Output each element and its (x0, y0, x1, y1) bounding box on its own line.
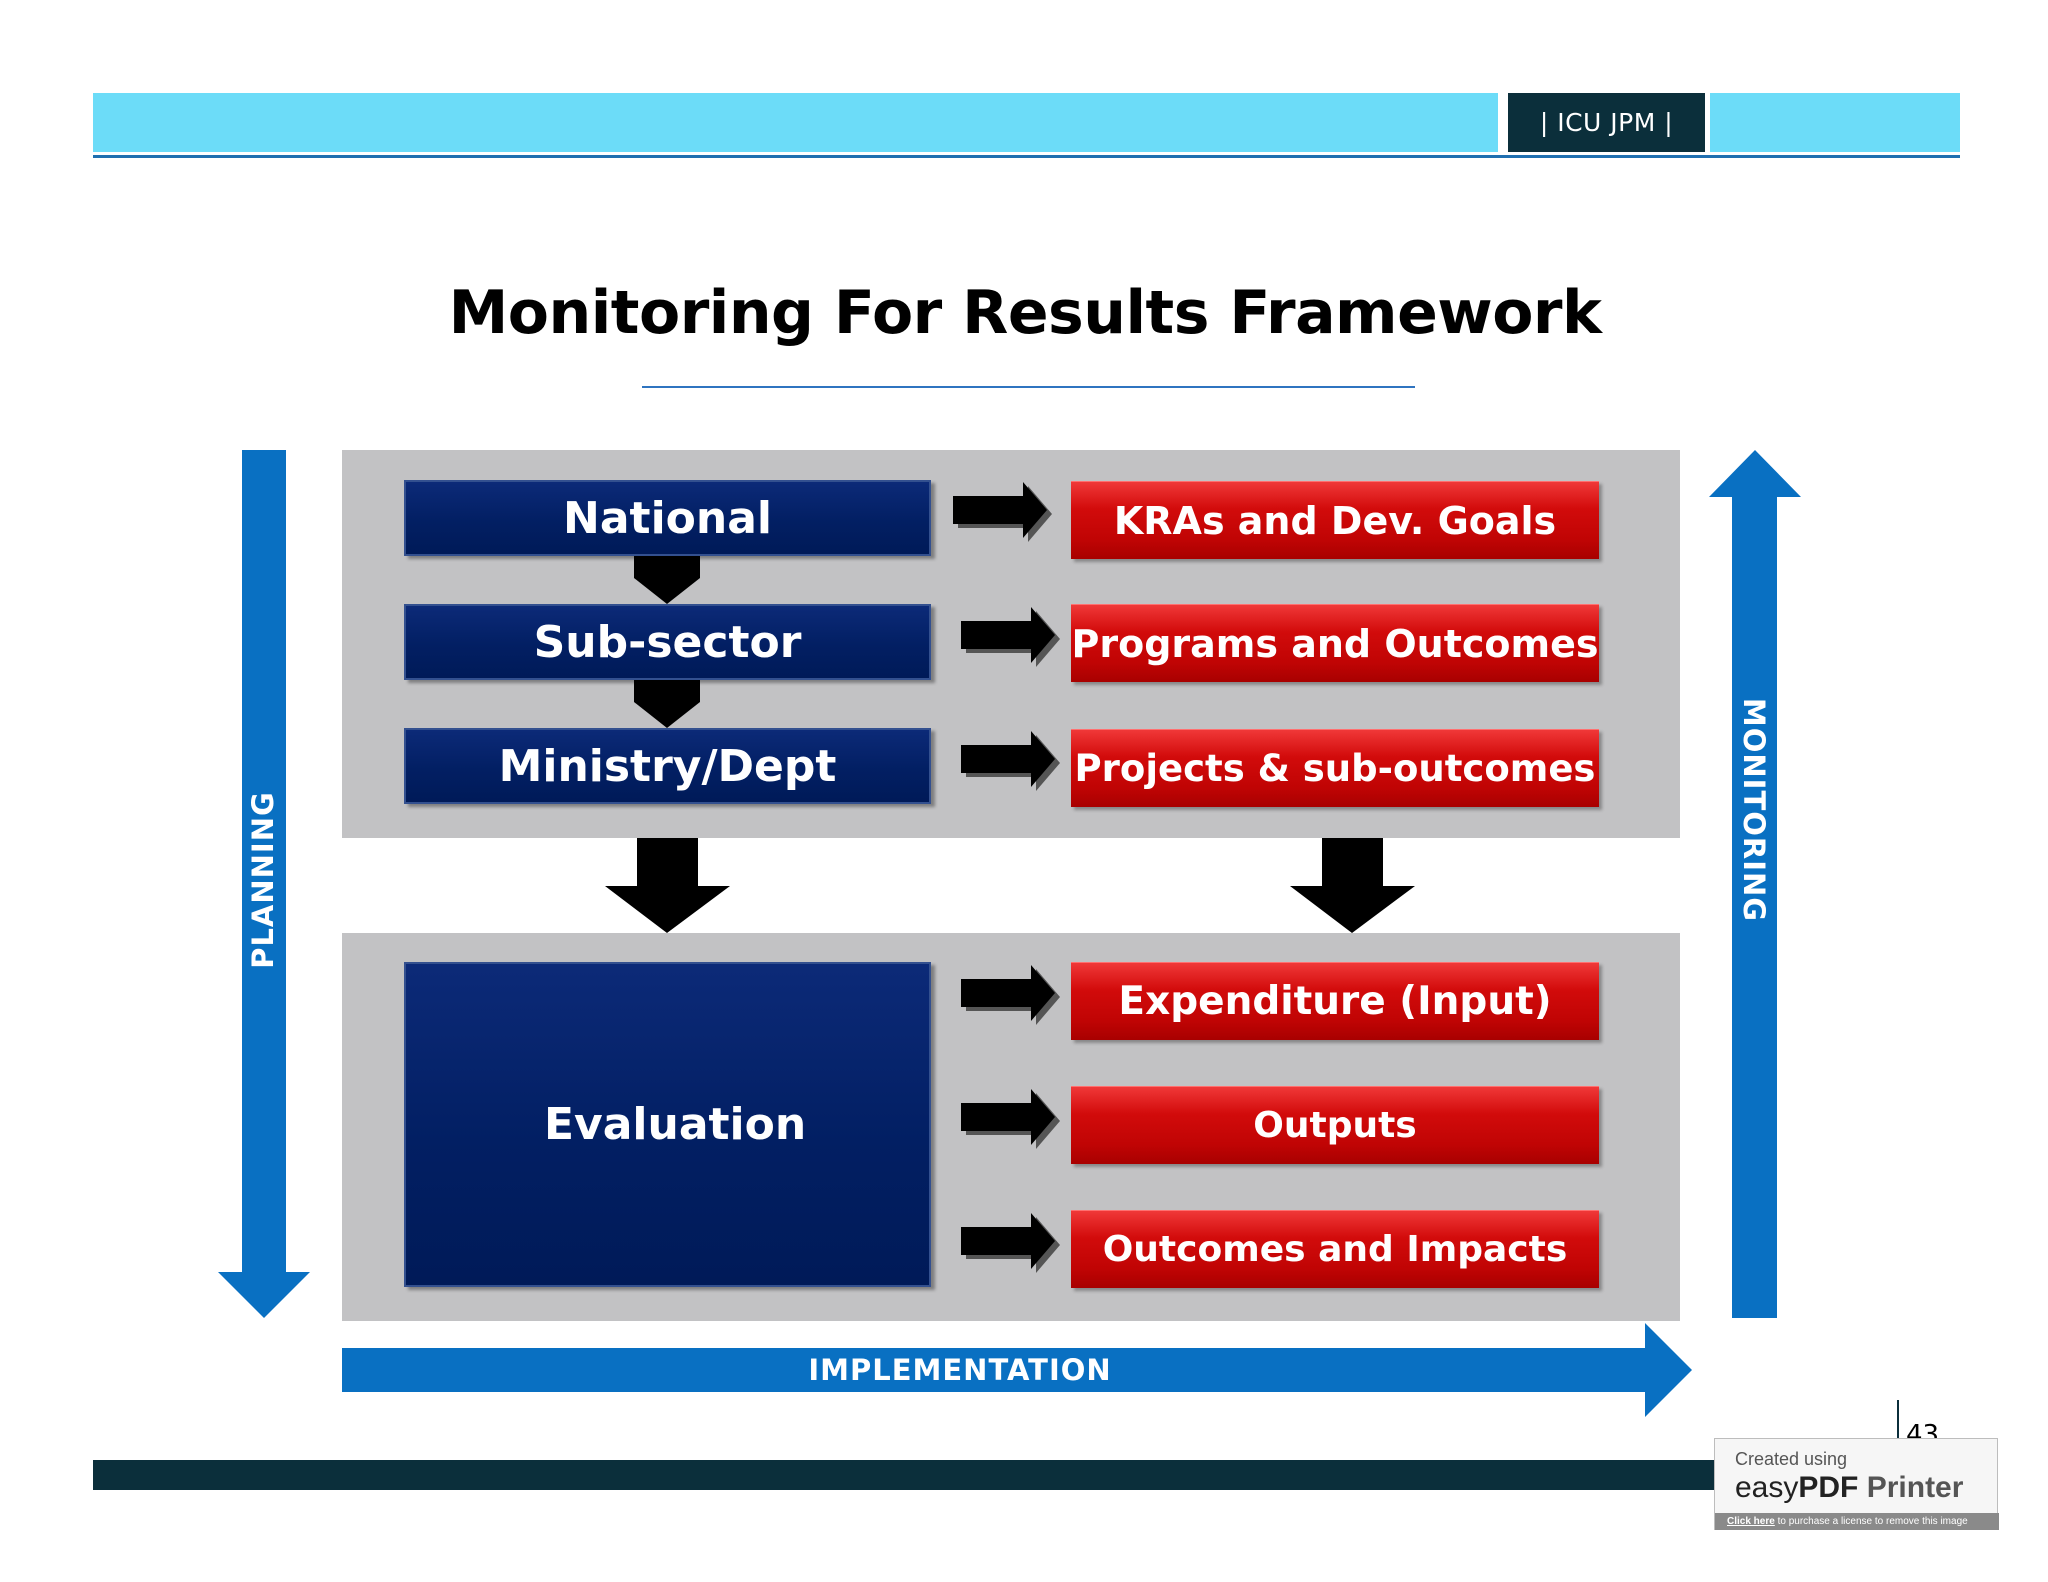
header-bar (93, 93, 1498, 152)
implementation-arrow (342, 1323, 1692, 1417)
watermark-brand: easyPDF Printer (1735, 1471, 1963, 1505)
arrow-down-icon (1290, 838, 1415, 933)
watermark-footer-text: to purchase a license to remove this ima… (1774, 1516, 1968, 1527)
programs-box: Programs and Outcomes (1071, 604, 1599, 682)
watermark-footer: Click here to purchase a license to remo… (1715, 1513, 1999, 1530)
easypdf-watermark[interactable]: Created using easyPDF Printer Click here… (1714, 1438, 1999, 1530)
watermark-created-text: Created using (1735, 1449, 1848, 1469)
arrow-right-icon (953, 482, 1052, 542)
outcomes-box: Outcomes and Impacts (1071, 1210, 1599, 1288)
monitoring-label: MONITORING (1737, 697, 1771, 923)
planning-arrow (218, 450, 310, 1318)
page-title: Monitoring For Results Framework (448, 278, 1602, 348)
arrow-right-icon (961, 607, 1060, 667)
chevron-down-icon (634, 680, 700, 728)
implementation-label: IMPLEMENTATION (808, 1353, 1112, 1387)
header-tag: | ICU JPM | (1508, 93, 1705, 152)
evaluation-box: Evaluation (404, 962, 931, 1287)
header-divider (93, 155, 1960, 158)
header-bar-right (1710, 93, 1960, 152)
footer-bar (93, 1460, 1720, 1490)
subsector-box: Sub-sector (404, 604, 931, 680)
arrow-right-icon (961, 1089, 1060, 1149)
watermark-brand-printer: Printer (1866, 1471, 1964, 1504)
kras-box: KRAs and Dev. Goals (1071, 481, 1599, 559)
watermark-brand-pdf: PDF (1798, 1471, 1859, 1504)
title-underline (642, 386, 1415, 388)
arrow-right-icon (961, 731, 1060, 791)
projects-box: Projects & sub-outcomes (1071, 729, 1599, 807)
outputs-box: Outputs (1071, 1086, 1599, 1164)
chevron-down-icon (634, 556, 700, 604)
arrow-right-icon (961, 1213, 1060, 1273)
page-number: 43 (1906, 1422, 1940, 1438)
ministry-box: Ministry/Dept (404, 728, 931, 804)
expenditure-box: Expenditure (Input) (1071, 962, 1599, 1040)
arrow-down-icon (605, 838, 730, 933)
watermark-brand-easy: easy (1735, 1471, 1799, 1504)
monitoring-arrow (1709, 450, 1801, 1318)
planning-label: PLANNING (246, 791, 280, 969)
click-here-link[interactable]: Click here (1727, 1516, 1775, 1527)
arrow-right-icon (961, 965, 1060, 1025)
national-box: National (404, 480, 931, 556)
page-number-divider (1897, 1400, 1899, 1442)
